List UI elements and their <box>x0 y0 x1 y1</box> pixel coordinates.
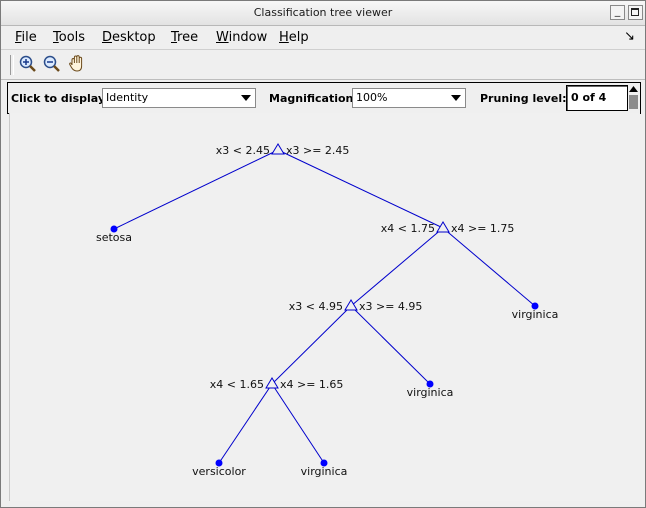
leaf-node[interactable] <box>215 459 223 467</box>
magnification-label: Magnification: <box>269 92 358 105</box>
pan-button[interactable] <box>67 54 87 74</box>
tree-edge <box>271 383 325 464</box>
tree-edge <box>218 383 273 464</box>
dock-arrow-icon[interactable]: ↘ <box>624 29 635 44</box>
pan-hand-icon <box>69 55 83 72</box>
split-rule-right: x3 >= 4.95 <box>359 300 422 313</box>
split-rule-right: x3 >= 2.45 <box>286 144 349 157</box>
display-controls-panel: Click to display: Identity Magnification… <box>7 82 641 114</box>
toolbar-grip[interactable] <box>10 55 14 75</box>
maximize-button[interactable] <box>628 5 643 20</box>
pruning-label: Pruning level: <box>480 92 567 105</box>
split-rule-left: x4 < 1.65 <box>210 378 264 391</box>
menu-file[interactable]: File <box>15 30 37 45</box>
title-bar[interactable]: Classification tree viewer _ <box>1 1 645 26</box>
leaf-class-label: virginica <box>512 308 559 321</box>
tree-canvas[interactable]: x3 < 2.45 x3 >= 2.45 setosa x4 < 1.75 x4 >= … <box>9 113 640 501</box>
leaf-node[interactable] <box>531 302 539 310</box>
leaf-node[interactable] <box>110 225 118 233</box>
split-rule-right: x4 >= 1.75 <box>451 222 514 235</box>
tree-edge <box>350 227 444 307</box>
pruning-level-field[interactable]: 0 of 4 <box>566 85 628 111</box>
window-title: Classification tree viewer <box>253 6 393 19</box>
tree-edge <box>277 149 444 229</box>
split-rule-left: x3 < 4.95 <box>289 300 343 313</box>
zoom-in-icon <box>19 55 36 72</box>
pruning-spinner[interactable] <box>628 84 639 111</box>
tree-edge <box>113 149 279 230</box>
magnification-value: 100% <box>356 91 388 104</box>
menu-tree[interactable]: Tree <box>171 30 199 45</box>
pruning-value: 0 of 4 <box>571 91 607 104</box>
tree-edge <box>442 227 536 307</box>
split-node-icon[interactable] <box>344 299 358 311</box>
split-node-icon[interactable] <box>436 221 450 233</box>
split-node-icon[interactable] <box>271 143 285 155</box>
tree-edge <box>350 305 431 385</box>
maximize-icon <box>631 8 639 16</box>
leaf-class-label: virginica <box>407 386 454 399</box>
menu-help[interactable]: Help <box>279 30 309 45</box>
menu-bar: File Tools Desktop Tree Window Help ↘ <box>1 27 645 50</box>
dropdown-arrow-icon <box>241 95 251 101</box>
dropdown-arrow-icon <box>451 95 461 101</box>
menu-tools[interactable]: Tools <box>53 30 86 45</box>
zoom-out-button[interactable] <box>42 54 62 74</box>
magnification-select[interactable]: 100% <box>352 88 466 108</box>
menu-desktop[interactable]: Desktop <box>102 30 156 45</box>
toolbar <box>1 51 645 80</box>
menu-window[interactable]: Window <box>216 30 268 45</box>
leaf-class-label: setosa <box>96 231 132 244</box>
split-node-icon[interactable] <box>265 377 279 389</box>
leaf-class-label: virginica <box>301 465 348 478</box>
display-select[interactable]: Identity <box>102 88 256 108</box>
leaf-node[interactable] <box>320 459 328 467</box>
split-rule-left: x4 < 1.75 <box>381 222 435 235</box>
zoom-in-button[interactable] <box>18 54 38 74</box>
split-rule-left: x3 < 2.45 <box>216 144 270 157</box>
minimize-icon: _ <box>614 4 621 17</box>
minimize-button[interactable]: _ <box>610 4 625 20</box>
classification-tree: x3 < 2.45 x3 >= 2.45 setosa x4 < 1.75 x4 >= … <box>96 143 559 478</box>
spinner-arrows-icon <box>629 86 638 109</box>
tree-edge <box>271 305 352 385</box>
display-value: Identity <box>106 91 149 104</box>
leaf-node[interactable] <box>426 380 434 388</box>
leaf-class-label: versicolor <box>192 465 246 478</box>
zoom-out-icon <box>43 55 60 72</box>
split-rule-right: x4 >= 1.65 <box>280 378 343 391</box>
display-label: Click to display: <box>11 92 110 105</box>
